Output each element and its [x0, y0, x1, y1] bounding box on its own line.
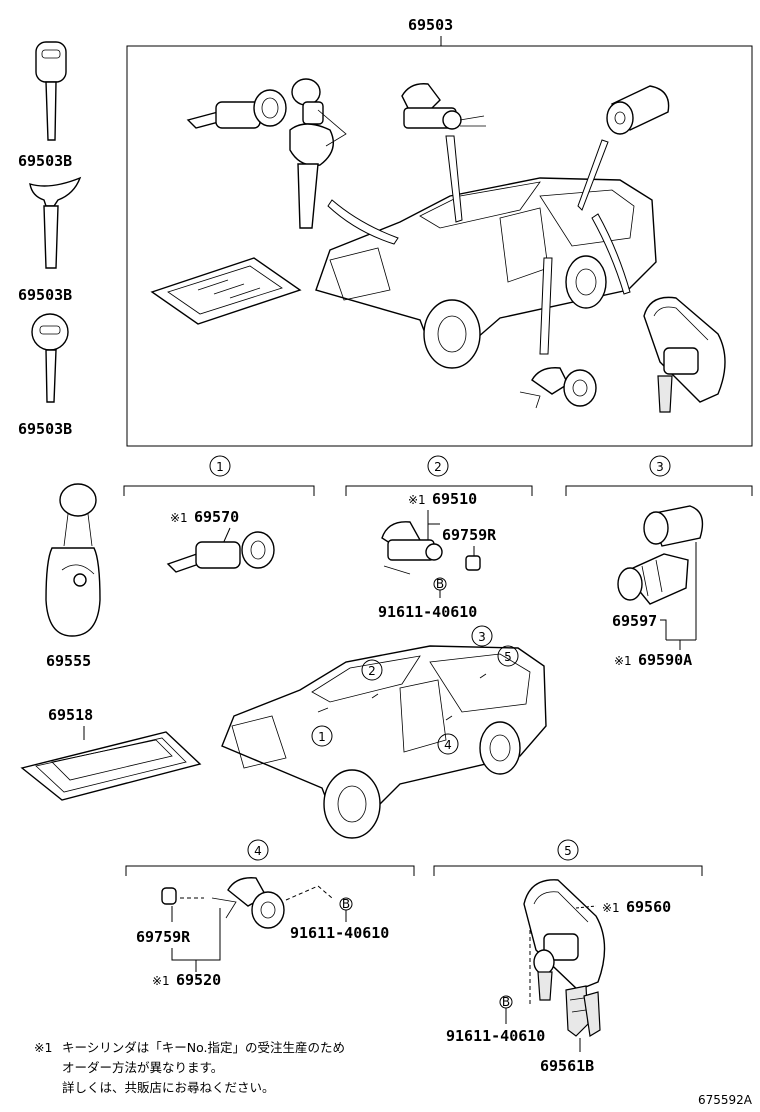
fuel-cap-cyl-label[interactable]: 69597	[612, 612, 657, 630]
main-set-box	[126, 45, 753, 447]
main-set-group: 69503	[126, 16, 753, 447]
group-4-number: 4	[254, 844, 262, 858]
main-pointer-4	[591, 213, 631, 295]
key-3[interactable]	[31, 313, 69, 403]
main-door-lock[interactable]	[401, 83, 486, 130]
hatch-sub-label[interactable]: 69561B	[540, 1057, 594, 1075]
diagram-id: 675592A	[698, 1093, 753, 1107]
key-1-label[interactable]: 69503B	[18, 152, 72, 170]
key-holder-label[interactable]: 69555	[46, 652, 91, 670]
group-3: 3 69597 ※1 69590A	[565, 455, 753, 669]
main-set-label[interactable]: 69503	[408, 16, 453, 34]
vehicle-callout-2	[361, 659, 383, 681]
main-fuel-cylinder[interactable]	[606, 85, 670, 135]
group-1-callout	[209, 455, 231, 477]
vehicle-callout-5-number: 5	[504, 650, 512, 664]
vehicle-callout-4-number: 4	[444, 738, 452, 752]
rear-door-lock[interactable]	[161, 877, 285, 929]
fuel-cap-set-label[interactable]: 69590A	[638, 651, 692, 669]
main-pointer-5	[539, 257, 553, 355]
hatch-set-leader	[575, 905, 597, 909]
main-ignition-cylinder[interactable]	[186, 89, 287, 129]
door-lock-bolt-symbol: B	[436, 577, 444, 591]
footnote-line-3: 詳しくは、共販店にお尋ねください。	[62, 1080, 275, 1095]
card-plate-label[interactable]: 69518	[48, 706, 93, 724]
group-5-number: 5	[564, 844, 572, 858]
hatch-bolt-label[interactable]: 91611-40610	[446, 1027, 545, 1045]
fuel-cap-asterisk: ※1	[614, 654, 632, 668]
vehicle-callout-3	[471, 625, 493, 647]
hatch-bolt-symbol: B	[502, 995, 510, 1009]
fuel-cap-cylinder[interactable]	[617, 553, 689, 605]
door-lock-sub-label[interactable]: 69759R	[442, 526, 497, 544]
door-lock-asterisk: ※1	[408, 493, 426, 507]
door-lock-set-label[interactable]: 69510	[432, 490, 477, 508]
key-holder[interactable]	[45, 483, 101, 637]
main-card-plate[interactable]	[150, 257, 302, 325]
group-3-callout	[649, 455, 671, 477]
center-vehicle	[221, 645, 547, 839]
group-3-bracket	[565, 485, 753, 496]
group-2: 2 ※1 69510 69759R B 91611-40610	[345, 455, 533, 621]
hatch-set-label[interactable]: 69560	[626, 898, 671, 916]
rear-door-set-label[interactable]: 69520	[176, 971, 221, 989]
key-1[interactable]	[35, 41, 67, 141]
main-hatch-lock[interactable]	[643, 296, 726, 413]
group-5: 5 ※1 69560 B 91611-40610 69561B	[433, 839, 703, 1075]
group-3-number: 3	[656, 460, 664, 474]
group-2-number: 2	[434, 460, 442, 474]
hatch-sub-part[interactable]	[565, 985, 601, 1037]
hatch-lock[interactable]	[523, 879, 606, 1001]
rear-door-bolt-symbol: B	[342, 897, 350, 911]
main-pointer-3	[577, 139, 609, 211]
main-pointer-1	[327, 199, 399, 245]
main-pointer-2	[445, 135, 463, 223]
main-key[interactable]	[289, 78, 347, 229]
door-lock[interactable]	[381, 521, 481, 575]
ignition-cylinder[interactable]	[166, 531, 275, 573]
group-4-callout	[247, 839, 269, 861]
rear-door-dash	[180, 885, 333, 901]
vehicle-callout-1	[311, 725, 333, 747]
group-4: 4 B 91611-40610 69759R ※1 69520	[125, 839, 415, 989]
main-vehicle	[315, 177, 657, 369]
group-2-callout	[427, 455, 449, 477]
ignition-label[interactable]: 69570	[194, 508, 239, 526]
key-3-label[interactable]: 69503B	[18, 420, 72, 438]
key-2[interactable]	[29, 176, 82, 269]
fuel-cap-leader	[660, 542, 697, 650]
footnote-line-1: キーシリンダは「キーNo.指定」の受注生産のため	[62, 1040, 345, 1055]
vehicle-callout-1-number: 1	[318, 730, 326, 744]
door-lock-bolt-label[interactable]: 91611-40610	[378, 603, 477, 621]
footnote-mark: ※1	[34, 1040, 52, 1055]
rear-door-bolt-label[interactable]: 91611-40610	[290, 924, 389, 942]
group-4-bracket	[125, 865, 415, 876]
vehicle-callout-2-number: 2	[368, 664, 376, 678]
footnote: ※1 キーシリンダは「キーNo.指定」の受注生産のため オーダー方法が異なります…	[34, 1040, 345, 1095]
group-5-callout	[557, 839, 579, 861]
group-1: 1 ※1 69570	[123, 455, 315, 573]
vehicle-callout-3-number: 3	[478, 630, 486, 644]
ignition-asterisk: ※1	[170, 511, 188, 525]
rear-door-sub-label[interactable]: 69759R	[136, 928, 191, 946]
group-2-bracket	[345, 485, 533, 496]
group-1-bracket	[123, 485, 315, 496]
group-5-bracket	[433, 865, 703, 876]
footnote-line-2: オーダー方法が異なります。	[62, 1060, 223, 1075]
group-1-number: 1	[216, 460, 224, 474]
hatch-asterisk: ※1	[602, 901, 620, 915]
key-2-label[interactable]: 69503B	[18, 286, 72, 304]
vehicle-callout-4	[437, 733, 459, 755]
card-plate[interactable]	[20, 731, 202, 801]
fuel-cap-cover[interactable]	[643, 505, 704, 547]
vehicle-callout-5	[497, 645, 519, 667]
rear-door-asterisk: ※1	[152, 974, 170, 988]
main-rear-lock[interactable]	[519, 367, 597, 409]
